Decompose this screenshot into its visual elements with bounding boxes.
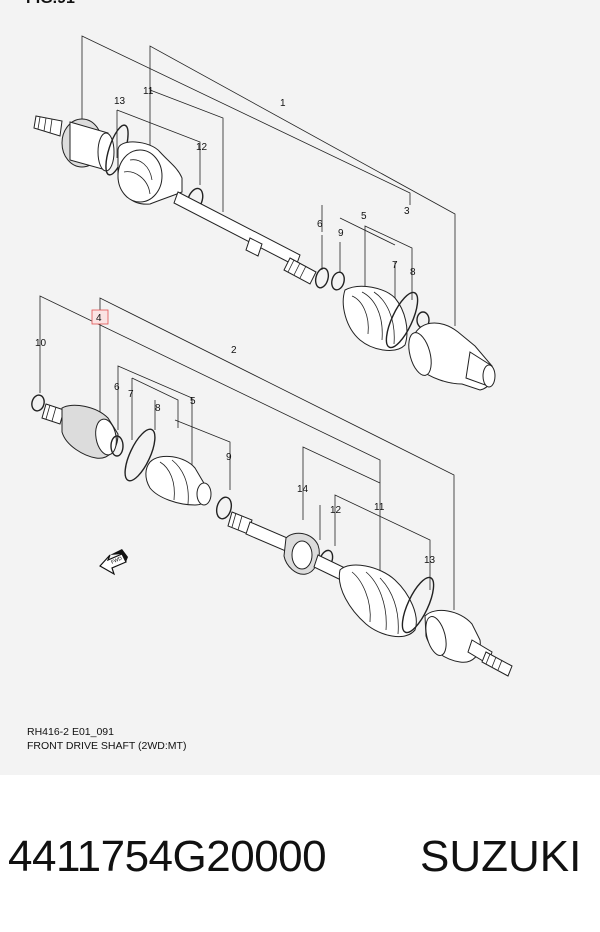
front-direction-arrow: FWD xyxy=(99,549,128,576)
upper-shaft-assembly xyxy=(33,35,496,391)
leader-line xyxy=(174,419,231,490)
leader-line xyxy=(99,297,455,610)
shaft-spline-end xyxy=(33,115,63,137)
shaft-spline-end xyxy=(41,403,65,425)
snap-ring xyxy=(110,435,124,457)
lower-shaft-assembly xyxy=(31,295,513,677)
boot-band-clamp xyxy=(401,576,435,634)
callout-number: 2 xyxy=(231,345,237,356)
leader-line xyxy=(302,446,381,520)
circlip xyxy=(215,496,233,520)
part-number: 4411754G20000 xyxy=(8,832,327,881)
leader-line xyxy=(116,109,201,185)
diagram-title: FRONT DRIVE SHAFT (2WD:MT) xyxy=(27,740,187,752)
boot-band-clamp-large xyxy=(385,291,419,349)
callout-number: 6 xyxy=(114,382,120,393)
circlip-end xyxy=(31,394,45,412)
callout-number: 8 xyxy=(155,403,161,414)
callout-number: 11 xyxy=(143,86,154,97)
callout-number: 5 xyxy=(361,211,367,222)
callout-number: 9 xyxy=(226,452,232,463)
exploded-parts-diagram: FWD 1 2 3 4 5 5 6 6 7 7 8 8 9 9 10 11 11… xyxy=(31,35,513,677)
callout-number: 7 xyxy=(392,260,398,271)
boot-band-clamp-large xyxy=(124,428,156,482)
callout-number: 12 xyxy=(196,142,208,153)
callout-number: 11 xyxy=(374,502,385,513)
leader-line xyxy=(364,225,413,300)
callout-number: 5 xyxy=(190,396,196,407)
callout-number: 13 xyxy=(424,555,436,566)
front-arrow-label: FWD xyxy=(110,555,123,565)
leader-line xyxy=(339,217,396,246)
callout-number-highlighted: 4 xyxy=(96,313,102,324)
callout-number: 1 xyxy=(280,98,286,109)
callout-labels: 1 2 3 4 5 5 6 6 7 7 8 8 9 9 10 11 11 12 … xyxy=(35,86,436,566)
drive-shaft-bar xyxy=(173,191,301,267)
inner-boot xyxy=(342,285,408,351)
leader-line xyxy=(81,35,411,205)
callout-number: 7 xyxy=(128,389,134,400)
highlighted-callout-box xyxy=(91,309,109,325)
callout-number: 3 xyxy=(404,206,410,217)
callout-number: 12 xyxy=(330,505,342,516)
leader-line xyxy=(131,377,179,428)
shaft-spline-end-outer xyxy=(481,651,513,677)
callout-number: 13 xyxy=(114,96,126,107)
leader-line xyxy=(149,89,224,212)
outer-boot-lower xyxy=(338,564,417,638)
leader-line xyxy=(334,494,431,590)
leader-line xyxy=(39,295,381,580)
diagram-code: RH416-2 E01_091 xyxy=(27,726,114,738)
snap-ring xyxy=(314,267,330,289)
callout-number: 14 xyxy=(297,484,309,495)
leader-line xyxy=(117,365,193,500)
callout-number: 6 xyxy=(317,219,323,230)
brand-name: SUZUKI xyxy=(420,832,582,881)
inner-boot-lower xyxy=(145,455,208,506)
figure-label: FIG.91 xyxy=(26,0,75,8)
diagram-panel: FIG.91 xyxy=(0,0,600,775)
callout-number: 10 xyxy=(35,338,47,349)
leader-line xyxy=(149,45,456,326)
callout-number: 9 xyxy=(338,228,344,239)
circlip xyxy=(331,271,345,291)
callout-number: 8 xyxy=(410,267,416,278)
